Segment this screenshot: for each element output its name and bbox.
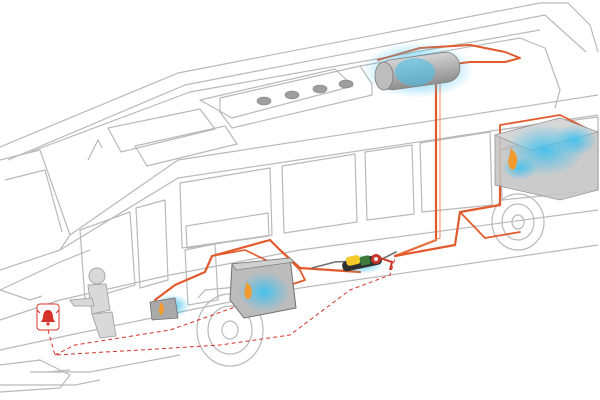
suppression-piping: [153, 44, 591, 302]
bus-body-outline: [0, 2, 599, 393]
roof-vents: [256, 79, 354, 106]
driver-silhouette: [69, 267, 117, 339]
engine-compartment-nozzles: [494, 117, 599, 201]
roof-agent-cylinder: [362, 42, 474, 98]
flame-icon: [244, 282, 252, 300]
front-heater-nozzle: [149, 294, 190, 321]
battery-box-nozzles: [229, 257, 297, 319]
mid-floor-control-unit: [340, 254, 394, 274]
driver-alarm-panel: [36, 303, 60, 331]
flame-icon: [158, 302, 164, 316]
alarm-bell-icon: [41, 310, 55, 322]
flame-icon: [508, 148, 518, 170]
